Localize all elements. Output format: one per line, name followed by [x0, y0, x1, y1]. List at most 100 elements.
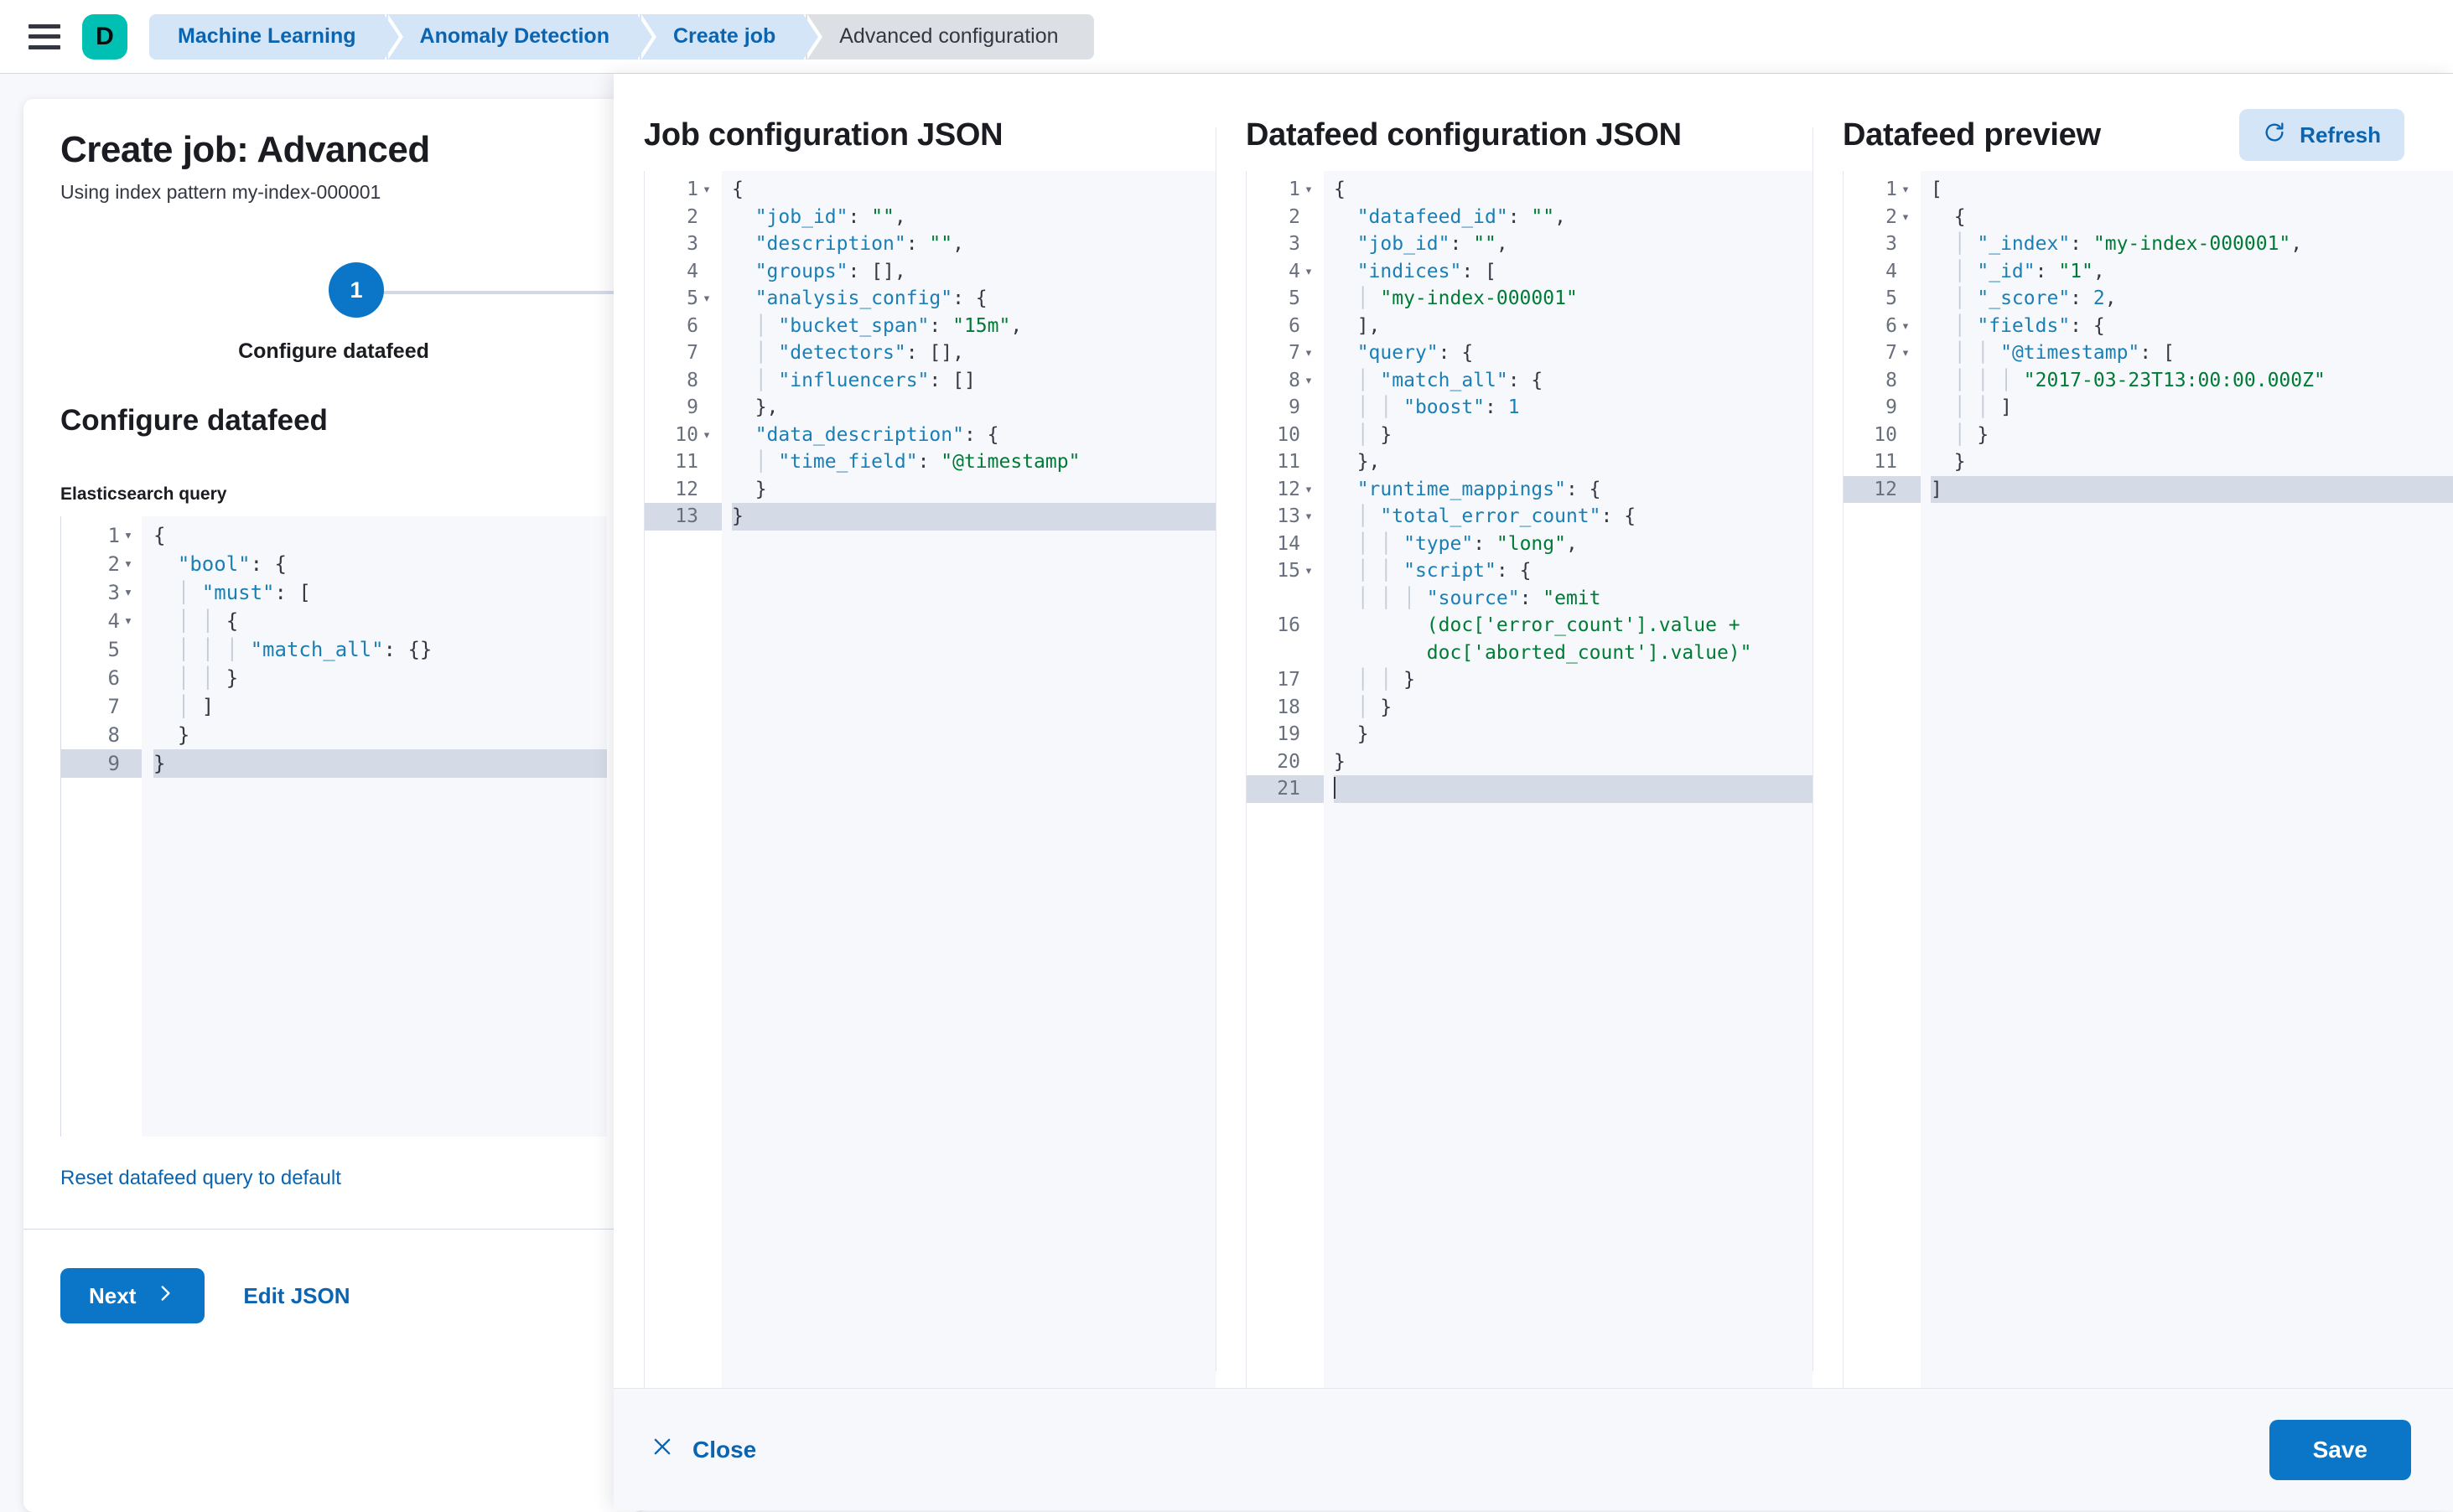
code-line: │ │ }	[153, 666, 239, 690]
line-number: 2	[687, 205, 698, 228]
job-config-code[interactable]: { "job_id": "", "description": "", "grou…	[722, 171, 1216, 1388]
code-line: "runtime_mappings": {	[1356, 478, 1601, 500]
line-number: 5▾	[687, 287, 711, 309]
line-number: 8	[687, 369, 698, 391]
line-number: 15▾	[1277, 560, 1313, 582]
code-line: │ "_score": 2,	[1931, 287, 2117, 309]
line-number: 2▾	[107, 552, 133, 576]
save-button[interactable]: Save	[2269, 1419, 2411, 1480]
code-line: "job_id": "",	[755, 205, 906, 228]
code-line: │ │ "boost": 1	[1334, 396, 1520, 418]
code-line: │ "bucket_span": "15m",	[732, 314, 1023, 337]
next-button[interactable]: Next	[60, 1268, 205, 1323]
code-line: ]	[1931, 475, 2453, 503]
elasticsearch-query-label: Elasticsearch query	[60, 484, 227, 504]
line-number: 1▾	[107, 524, 133, 547]
datafeed-config-code[interactable]: { "datafeed_id": "", "job_id": "", "indi…	[1324, 171, 1813, 1388]
breadcrumb-item-advanced-configuration: Advanced configuration	[806, 13, 1094, 60]
job-configuration-header: Job configuration JSON	[614, 99, 1216, 171]
code-line: {	[1334, 179, 1346, 200]
reset-datafeed-query-link[interactable]: Reset datafeed query to default	[60, 1167, 341, 1189]
step-1-circle[interactable]: 1	[329, 262, 384, 318]
step-indicator: 1	[60, 262, 644, 321]
code-line: │ "detectors": [],	[732, 342, 964, 364]
line-number: 5	[107, 638, 120, 661]
line-number: 13▾	[1277, 505, 1313, 527]
code-line: }	[1356, 723, 1369, 745]
code-line: "analysis_config": {	[755, 287, 988, 309]
refresh-icon	[2263, 121, 2286, 150]
code-line: │ │ "@timestamp": [	[1931, 342, 2175, 364]
line-number: 4	[1885, 260, 1897, 282]
query-editor-code[interactable]: { "bool": { │ "must": [ │ │ { │ │ │ "mat…	[142, 516, 607, 1137]
step-1-label: Configure datafeed	[238, 339, 429, 363]
code-line: "data_description": {	[755, 423, 999, 446]
code-line: │ }	[1334, 696, 1392, 718]
code-line: │ │ "type": "long",	[1334, 532, 1578, 555]
job-configuration-title: Job configuration JSON	[644, 117, 1004, 153]
line-number: 4▾	[1289, 260, 1313, 282]
app-logo[interactable]: D	[82, 13, 127, 60]
line-number: 4	[687, 260, 698, 282]
code-line: │ "influencers": []	[732, 369, 976, 391]
line-number: 21	[1247, 775, 1324, 803]
code-line: },	[755, 396, 779, 418]
datafeed-preview-code[interactable]: [ { │ "_index": "my-index-000001", │ "_i…	[1921, 171, 2453, 1388]
refresh-button-label: Refresh	[2300, 122, 2381, 148]
code-line: │ "my-index-000001"	[1334, 287, 1578, 309]
app-logo-letter: D	[96, 22, 114, 50]
step-connector-line	[360, 291, 644, 294]
line-number: 12	[675, 478, 698, 500]
datafeed-configuration-header: Datafeed configuration JSON	[1216, 99, 1813, 171]
line-number: 6	[1289, 314, 1300, 337]
line-number: 18	[1277, 696, 1300, 718]
close-button[interactable]: Close	[651, 1435, 756, 1464]
edit-json-button[interactable]: Edit JSON	[243, 1282, 350, 1308]
line-number: 6	[107, 666, 120, 690]
code-line: "indices": [	[1356, 260, 1496, 282]
code-line: │ ]	[153, 695, 215, 718]
line-number: 3	[1289, 233, 1300, 255]
text-cursor	[1334, 777, 1335, 799]
code-line: },	[1356, 451, 1381, 473]
line-number: 10	[1277, 423, 1300, 446]
line-number: 7	[687, 342, 698, 364]
line-number: 2	[1289, 205, 1300, 228]
code-line: }	[1334, 750, 1346, 773]
line-number: 1▾	[1885, 179, 1910, 200]
line-number: 10▾	[675, 423, 711, 446]
flyout-footer: Close Save	[614, 1388, 2453, 1510]
code-line: [	[1931, 179, 1942, 200]
code-line: │ "fields": {	[1931, 314, 2105, 337]
refresh-button[interactable]: Refresh	[2239, 109, 2404, 161]
line-number: 20	[1277, 750, 1300, 773]
code-line: }	[153, 749, 607, 778]
breadcrumb-item-create-job[interactable]: Create job	[639, 13, 823, 60]
line-number: 8	[1885, 369, 1897, 391]
line-number: 3	[687, 233, 698, 255]
code-line: │ │ {	[153, 609, 239, 633]
close-button-label: Close	[692, 1436, 757, 1463]
hamburger-menu-icon[interactable]	[29, 23, 60, 49]
code-line: │ │ │ "2017-03-23T13:00:00.000Z"	[1931, 369, 2326, 391]
code-line: {	[153, 524, 166, 547]
code-line: │ }	[1931, 423, 1989, 446]
code-line: "query": {	[1356, 342, 1474, 364]
page-title: Create job: Advanced	[60, 129, 430, 170]
breadcrumb-item-machine-learning[interactable]: Machine Learning	[149, 13, 403, 60]
line-number: 10	[1874, 423, 1897, 446]
code-line: │ │ }	[1334, 669, 1415, 691]
chevron-right-icon	[154, 1282, 176, 1310]
datafeed-preview-header: Datafeed preview Refresh	[1813, 99, 2453, 171]
line-number: 17	[1277, 669, 1300, 691]
breadcrumb-item-anomaly-detection[interactable]: Anomaly Detection	[386, 13, 657, 60]
